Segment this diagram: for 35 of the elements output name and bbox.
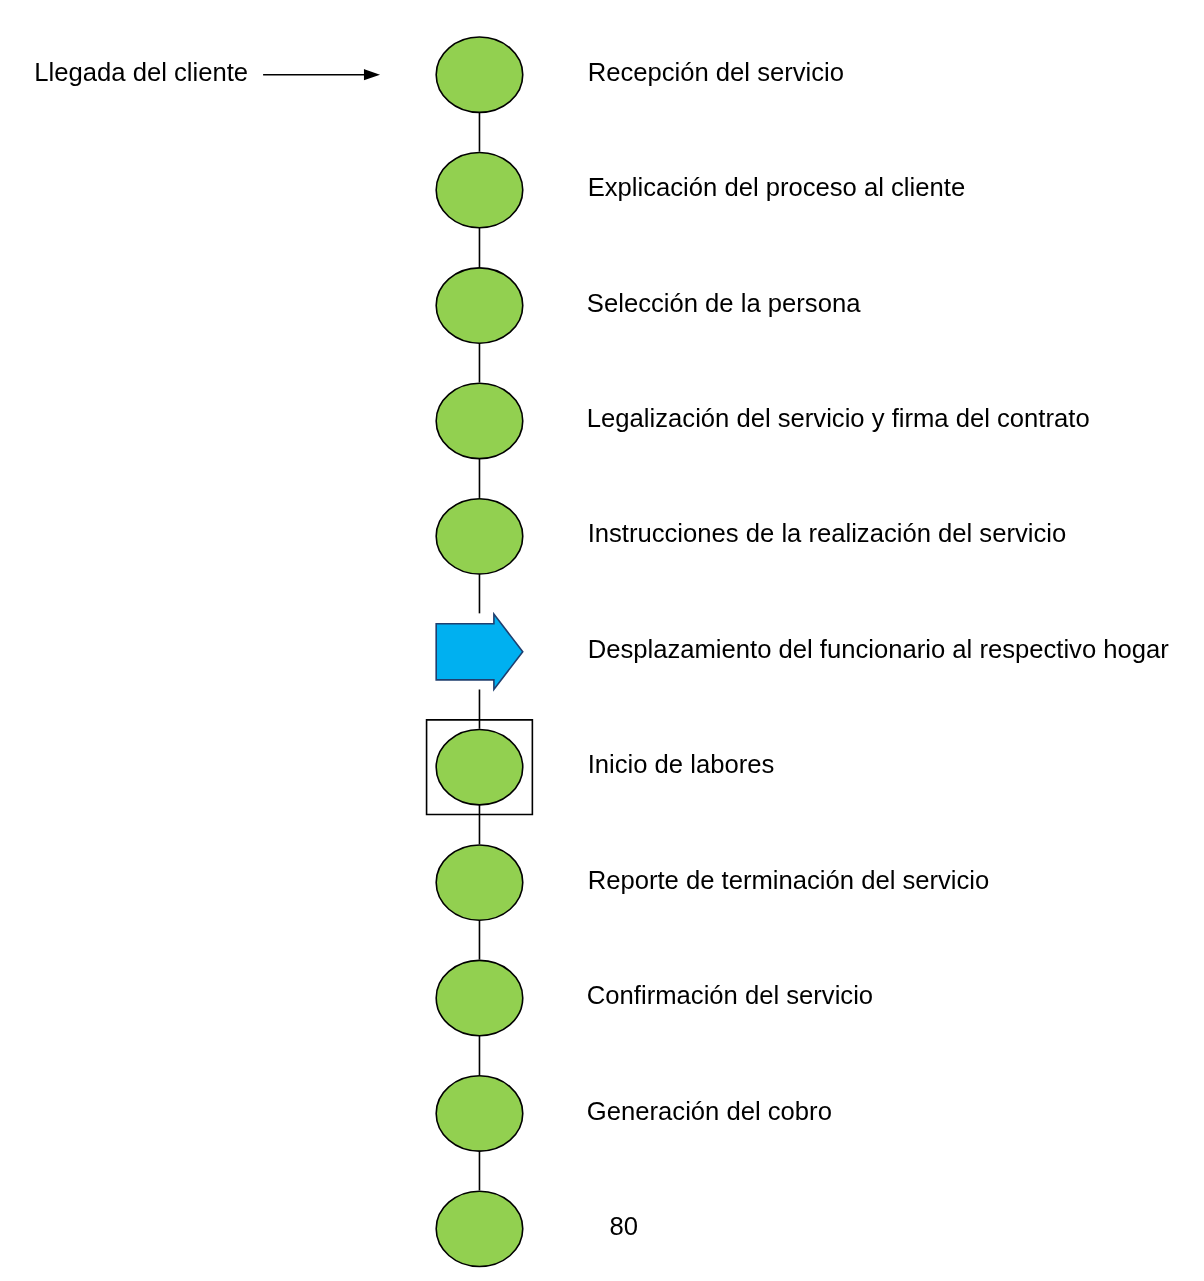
node-label: Generación del cobro [586, 1096, 832, 1125]
connector [478, 342, 480, 384]
connector [478, 1034, 480, 1076]
connector [478, 919, 480, 961]
node-label: Reporte de terminación del servicio [587, 865, 989, 894]
node-label: Explicación del proceso al cliente [587, 173, 965, 202]
node-label: Inicio de labores [587, 750, 774, 779]
node-text: Llegada del cliente [33, 57, 248, 86]
node-label: Legalización del servicio y firma del contrato [586, 404, 1090, 433]
node-label: Instrucciones de la realización del servicio [587, 519, 1066, 548]
node-circle [434, 382, 524, 460]
node-circle [434, 728, 524, 806]
node-label: Recepción del servicio [587, 57, 844, 86]
node-label: Selección de la persona [586, 288, 860, 317]
cluster [425, 719, 533, 816]
node-circle [434, 36, 524, 114]
connector [478, 688, 480, 730]
node-circle [434, 959, 524, 1037]
node-label: Desplazamiento del funcionario al respectivo hogar [587, 634, 1169, 663]
connector [478, 111, 480, 153]
node-circle [434, 844, 524, 922]
node-arrow [434, 611, 524, 692]
connector [478, 227, 480, 268]
node-circle [434, 151, 524, 229]
connector [478, 1150, 480, 1192]
connector [478, 573, 480, 615]
node-circle [434, 1190, 524, 1268]
connector [478, 804, 480, 845]
arrow [261, 69, 380, 81]
node-circle [434, 1074, 524, 1152]
node-circle [434, 267, 524, 344]
label: 80 [608, 1211, 638, 1240]
node-circle [434, 497, 524, 575]
connector [478, 457, 480, 499]
node-label: Confirmación del servicio [586, 981, 873, 1010]
